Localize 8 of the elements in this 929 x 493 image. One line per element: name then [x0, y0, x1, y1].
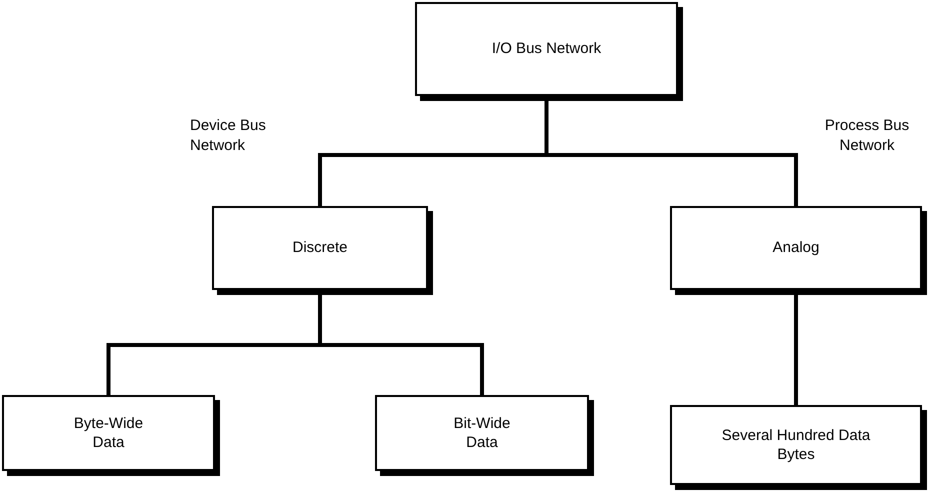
box-label: Several Hundred Data Bytes — [721, 426, 871, 464]
box-label: Bit-Wide Data — [452, 414, 512, 452]
box-label: Discrete — [292, 238, 348, 258]
network-label: Device Bus Network — [190, 116, 267, 156]
box-label: Byte-Wide Data — [72, 414, 144, 452]
network-label: Process Bus Network — [824, 116, 910, 156]
box-label: I/O Bus Network — [492, 39, 602, 59]
box-label: Analog — [772, 238, 820, 258]
